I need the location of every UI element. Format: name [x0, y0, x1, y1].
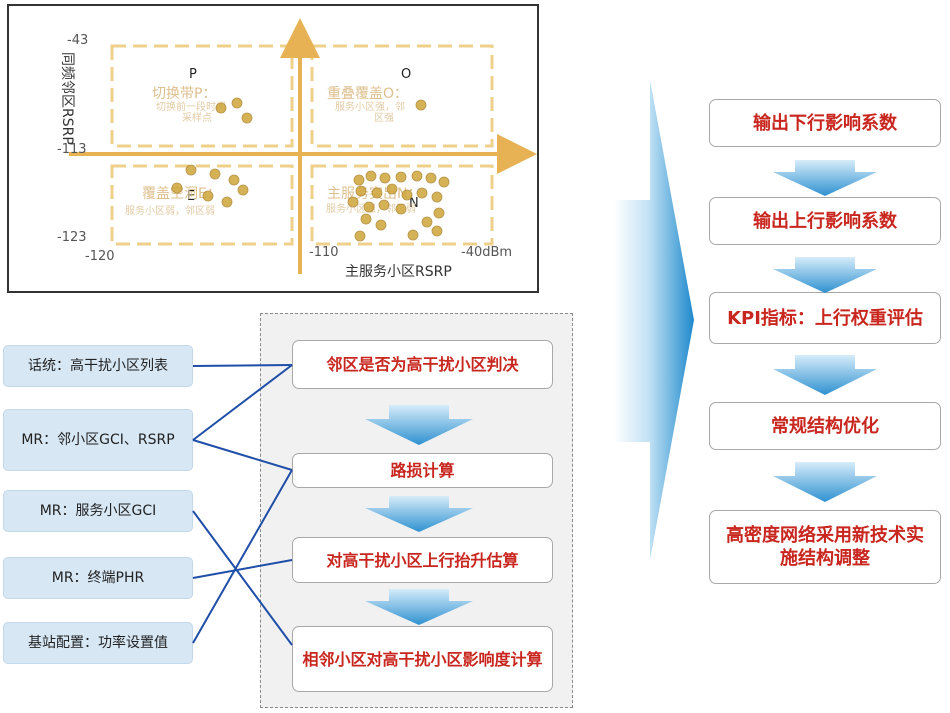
quadrant-p-title: 切换带P： [152, 85, 216, 102]
scatter-dots [171, 97, 450, 242]
right-down-arrow-3 [773, 355, 877, 395]
input-mr-serving-gci-label: MR：服务小区GCI [39, 503, 157, 519]
scatter-dot [433, 207, 445, 219]
scatter-dot [360, 213, 372, 225]
scatter-dot [411, 170, 423, 182]
scatter-dot [171, 182, 183, 194]
x-tick-right: -40dBm [461, 245, 512, 260]
scatter-dot [431, 191, 443, 203]
scatter-dot [371, 187, 383, 199]
step-impact-calc: 相邻小区对高干扰小区影响度计算 [292, 626, 553, 692]
quadrant-o-box [310, 44, 494, 148]
quadrant-o-letter: O [401, 67, 411, 82]
scatter-dot [365, 170, 377, 182]
scatter-dot [353, 174, 365, 186]
scatter-dot [395, 203, 407, 215]
step-neighbor-judge-label: 邻区是否为高干扰小区判决 [326, 355, 519, 374]
quadrant-o-title: 重叠覆盖O： [327, 86, 408, 102]
down-arrow-2 [365, 496, 473, 532]
scatter-dot [202, 190, 214, 202]
input-mr-phr: MR：终端PHR [3, 557, 193, 599]
scatter-dot [395, 171, 407, 183]
input-mr-serving-gci: MR：服务小区GCI [3, 490, 193, 532]
scatter-dot [401, 189, 413, 201]
input-enb-config-label: 基站配置：功率设置值 [28, 635, 168, 651]
quadrant-p-desc2: 采样点 [182, 111, 212, 124]
scatter-dot [438, 176, 450, 188]
scatter-dot [416, 187, 428, 199]
input-traffic-stats-label: 话统：高干扰小区列表 [28, 358, 168, 374]
quadrant-e-box [110, 164, 294, 246]
x-tick-mid: -110 [309, 245, 339, 260]
down-arrow-3 [365, 589, 473, 625]
scatter-dot [375, 219, 387, 231]
right-down-arrow-2 [773, 257, 877, 293]
quadrant-p-letter: P [189, 67, 197, 82]
quadrant-p-box [110, 44, 294, 148]
scatter-dot [347, 196, 359, 208]
step-uplink-rise-label: 对高干扰小区上行抬升估算 [326, 550, 519, 570]
scatter-dot [221, 196, 233, 208]
quadrant-o-desc1: 服务小区强，邻 [335, 100, 405, 113]
output-uplink-factor: 输出上行影响系数 [709, 197, 941, 245]
output-structure-opt: 常规结构优化 [709, 402, 941, 450]
quadrant-e-letter: E [187, 189, 195, 204]
output-new-tech-label: 高密度网络采用新技术实施结构调整 [726, 525, 924, 569]
quadrant-p-desc1: 切换前一段时间 [156, 100, 226, 113]
scatter-dot [185, 164, 197, 176]
scatter-dot [354, 230, 366, 242]
x-tick-left: -120 [85, 249, 115, 264]
scatter-dot [228, 174, 240, 186]
y-axis-label: 同频邻区RSRP [59, 52, 75, 145]
quadrant-e-desc1: 服务小区弱，邻区弱 [125, 204, 215, 217]
input-enb-config: 基站配置：功率设置值 [3, 622, 193, 664]
scatter-dot [378, 199, 390, 211]
input-traffic-stats: 话统：高干扰小区列表 [3, 345, 193, 387]
scatter-dot [241, 112, 253, 124]
big-right-arrow [614, 80, 694, 560]
output-kpi-weight: KPI指标：上行权重评估 [709, 292, 941, 344]
step-neighbor-judge: 邻区是否为高干扰小区判决 [292, 340, 553, 389]
y-tick-mid: -113 [57, 142, 87, 157]
input-mr-neighbor-gci-label: MR：邻小区GCI、RSRP [21, 432, 175, 448]
scatter-dot [231, 97, 243, 109]
quadrant-e-title: 覆盖空洞E： [142, 186, 221, 202]
step-pathloss-label: 路损计算 [390, 461, 455, 480]
step-uplink-rise: 对高干扰小区上行抬升估算 [292, 537, 553, 583]
right-down-arrow-1 [773, 160, 877, 196]
scatter-dot [425, 172, 437, 184]
output-new-tech: 高密度网络采用新技术实施结构调整 [709, 510, 941, 584]
quadrant-chart: -43 -113 -123 -120 -110 -40dBm 主服务小区RSRP… [57, 18, 537, 280]
quadrant-n-letter: N [409, 196, 419, 211]
scatter-dot [363, 201, 375, 213]
x-axis-label: 主服务小区RSRP [345, 264, 452, 280]
input-mr-phr-label: MR：终端PHR [51, 570, 145, 586]
down-arrow-1 [365, 405, 473, 445]
scatter-dot [215, 102, 227, 114]
scatter-dot [407, 229, 419, 241]
step-pathloss: 路损计算 [292, 453, 553, 488]
quadrant-chart-panel: -43 -113 -123 -120 -110 -40dBm 主服务小区RSRP… [7, 4, 539, 293]
step-impact-calc-label: 相邻小区对高干扰小区影响度计算 [302, 649, 543, 669]
input-mr-neighbor-gci: MR：邻小区GCI、RSRP [3, 409, 193, 471]
output-uplink-factor-label: 输出上行影响系数 [753, 210, 897, 232]
output-structure-opt-label: 常规结构优化 [771, 415, 879, 437]
output-downlink-factor-label: 输出下行影响系数 [753, 112, 897, 134]
scatter-dot [237, 184, 249, 196]
scatter-dot [209, 168, 221, 180]
scatter-dot [379, 172, 391, 184]
scatter-dot [415, 99, 427, 111]
output-kpi-weight-label: KPI指标：上行权重评估 [727, 307, 923, 329]
y-tick-top: -43 [67, 33, 88, 48]
scatter-dot [355, 185, 367, 197]
right-down-arrow-4 [773, 462, 877, 502]
quadrant-n-box [310, 164, 494, 246]
scatter-dot [421, 216, 433, 228]
scatter-dot [431, 225, 443, 237]
quadrant-o-desc2: 区强 [374, 112, 394, 124]
scatter-dot [386, 183, 398, 195]
output-downlink-factor: 输出下行影响系数 [709, 99, 941, 147]
y-tick-bottom: -123 [57, 230, 87, 245]
